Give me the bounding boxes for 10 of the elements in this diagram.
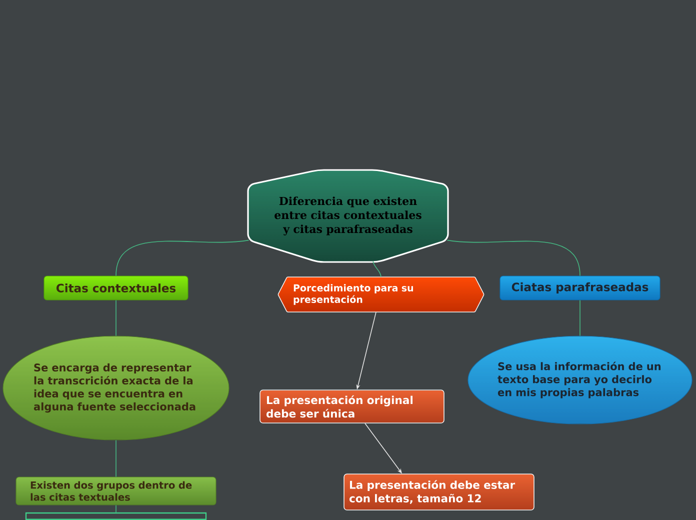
connector-line: [372, 260, 382, 278]
hexagon-box: Porcedimiento para su presentación: [278, 276, 484, 312]
topic-box: Citas contextuales: [44, 276, 188, 300]
connector-line: [446, 240, 580, 276]
note-box: Existen dos grupos dentro de las citas textuales: [16, 476, 216, 506]
process-box: La presentación debe estar con letras, tamaño 12: [344, 474, 534, 510]
process-box: La presentación original debe ser única: [260, 390, 444, 424]
outline-box: [25, 512, 207, 520]
connector-line: [116, 240, 250, 276]
topic-box: Ciatas parafraseadas: [500, 276, 660, 300]
